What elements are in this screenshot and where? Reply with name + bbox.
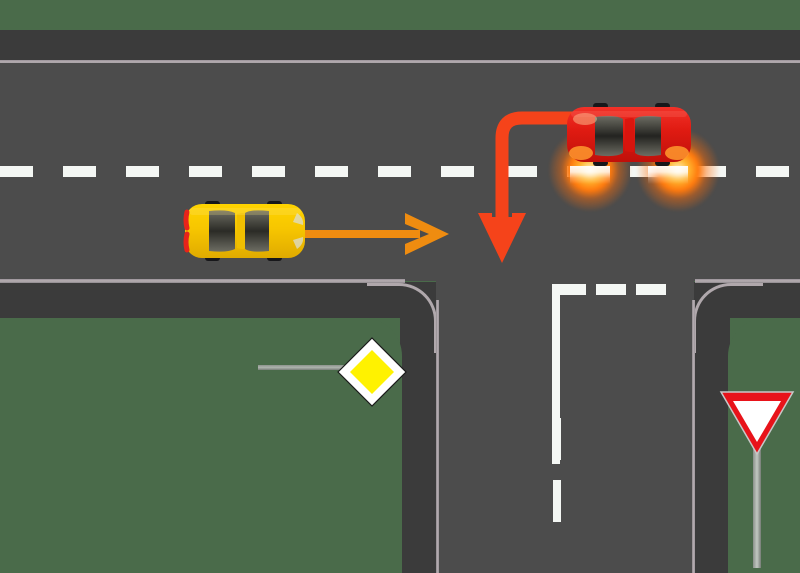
centre-line-dash [504,166,537,177]
side-road-surface [436,281,694,573]
curb-corner-right [693,283,763,353]
side-road-edge-line-left [436,300,439,573]
centre-line-dash [315,166,348,177]
curb-corner-left [367,283,437,353]
grass-verge-top [0,0,800,32]
centre-line-dash [189,166,222,177]
yield-sign-post [753,448,761,568]
yellow-car-path-shaft [300,230,420,238]
yellow-car [183,200,307,262]
give-way-line-dash [636,284,666,295]
centre-line-dash [756,166,789,177]
grass-verge-bottom-left [0,318,402,573]
centre-line-dash [252,166,285,177]
main-road-edge-line-top [0,60,800,64]
give-way-line-dash [596,284,626,295]
red-car-headlight-beam-left [570,166,610,184]
side-centre-line-dash [553,418,561,460]
red-car-headlight-beam-right [648,166,688,184]
centre-line-dash [63,166,96,177]
centre-line-dash [378,166,411,177]
priority-sign-post [258,365,350,370]
side-road-stop-line-stub [552,284,586,295]
main-road-edge-line-bottom-right [695,279,800,283]
side-road-lane-line [552,284,560,464]
priority-road-sign [337,337,407,407]
centre-line-dash [0,166,33,177]
red-car-path-arrow [478,111,582,263]
yellow-car-path-arrowhead [405,213,449,255]
main-road-shoulder-bottom-left [0,282,405,318]
main-road-shoulder-top [0,30,800,62]
centre-line-dash [126,166,159,177]
centre-line-dash [441,166,474,177]
red-car [565,103,693,167]
side-road-edge-line-right [692,300,695,573]
side-centre-line-dash [553,480,561,522]
grass-verge-bottom-right [728,318,800,573]
main-road-edge-line-bottom-left [0,279,405,283]
yield-sign [719,391,795,456]
